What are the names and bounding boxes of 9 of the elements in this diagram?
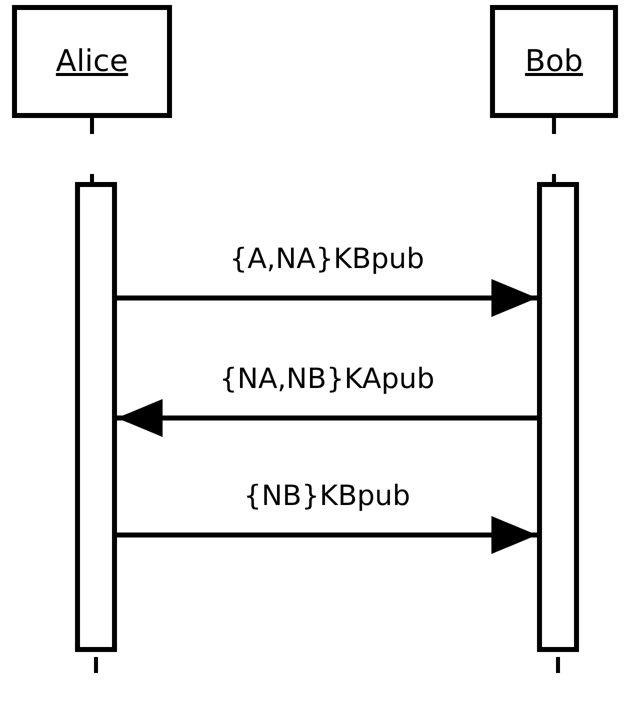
participant-name: Alice	[56, 44, 128, 79]
participant-box	[490, 5, 618, 118]
participant-box	[12, 5, 172, 118]
activation-bar	[75, 182, 117, 652]
message-arrow	[117, 279, 537, 317]
message-arrow	[117, 516, 537, 554]
participant-name: Bob	[525, 44, 583, 79]
activation-bar	[537, 182, 579, 652]
message-arrow	[117, 399, 537, 437]
